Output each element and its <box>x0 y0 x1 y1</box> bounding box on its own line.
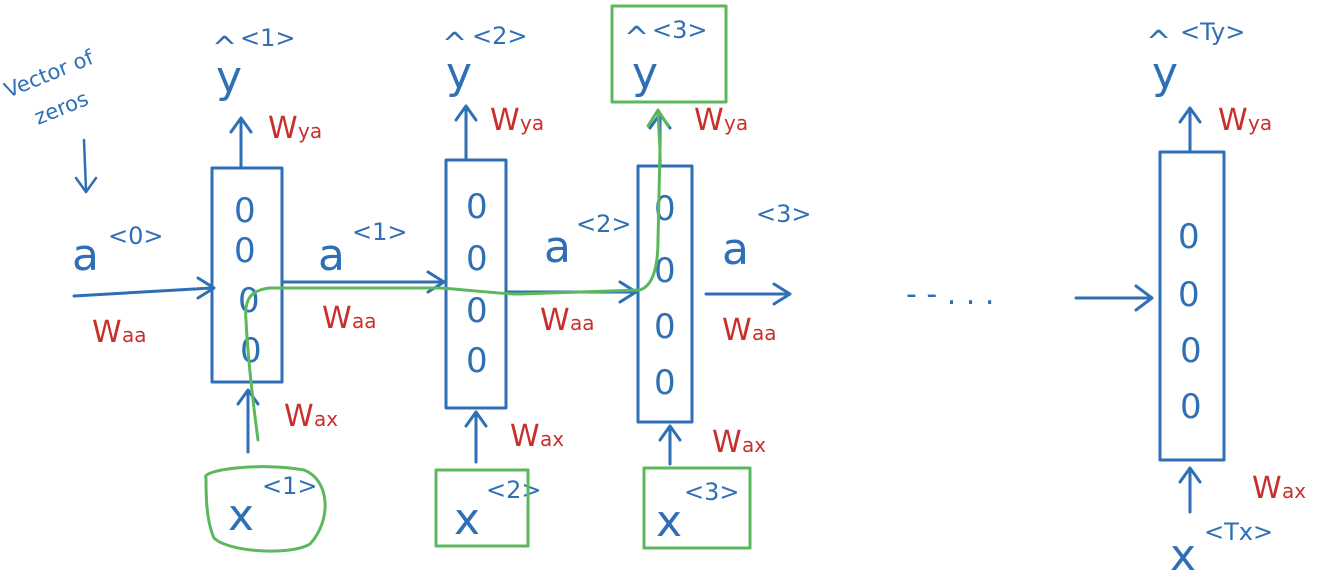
output-final-sup: <Ty> <box>1180 18 1245 46</box>
activation-2-arrow-head <box>618 280 638 304</box>
activation-3-sup: <3> <box>756 200 812 228</box>
output-1-hat: ^ <box>212 31 237 66</box>
waa-label-2: W <box>540 303 570 338</box>
wax-label-final: W <box>1252 471 1282 506</box>
rnn-cell-final <box>1158 150 1226 462</box>
output-final-hat: ^ <box>1146 25 1171 60</box>
input-3-label: x <box>656 496 682 547</box>
output-2-hat: ^ <box>442 27 467 62</box>
cell-3-unit-2: 0 <box>654 251 676 291</box>
input-2-label: x <box>454 494 480 545</box>
wax-sub-final: ax <box>1282 479 1306 503</box>
input-1-highlight <box>204 465 327 553</box>
waa-sub-2: aa <box>570 311 595 335</box>
output-final-label: y <box>1152 48 1178 99</box>
wax-label-2: W <box>510 419 540 454</box>
input-2-sup: <2> <box>486 476 542 504</box>
final-input-arrow-head <box>1134 284 1154 312</box>
output-3-highlight <box>610 4 728 104</box>
note-arrow-head <box>74 176 98 194</box>
waa-label-1: W <box>322 301 352 336</box>
activation-1-sup: <1> <box>352 218 408 246</box>
wax-sub-2: ax <box>540 427 564 451</box>
wya-label-2: W <box>490 103 520 138</box>
wax-sub-1: ax <box>314 407 338 431</box>
initial-note-line-2: zeros <box>31 86 92 129</box>
output-2-sup: <2> <box>472 22 528 50</box>
cell-1-unit-1: 0 <box>234 191 256 231</box>
wya-label-3: W <box>694 103 724 138</box>
cell-final-unit-1: 0 <box>1178 217 1200 257</box>
note-arrow <box>82 138 88 192</box>
input-final-sup: <Tx> <box>1204 518 1273 546</box>
wax-label-3: W <box>712 425 742 460</box>
wya-sub-1: ya <box>298 119 322 143</box>
activation-3-label: a <box>722 224 749 275</box>
waa-label-3: W <box>722 313 752 348</box>
activation-0-label: a <box>72 230 99 281</box>
input-final-arrow-head <box>1178 466 1202 484</box>
activation-1-label: a <box>318 230 345 281</box>
wax-label-1: W <box>284 399 314 434</box>
wya-sub-final: ya <box>1248 111 1272 135</box>
output-final-arrow-head <box>1178 106 1202 124</box>
input-1-arrow-head <box>236 388 260 406</box>
cell-3-unit-3: 0 <box>654 307 676 347</box>
cell-2-unit-3: 0 <box>466 291 488 331</box>
rnn-cell-3 <box>636 164 694 424</box>
input-1-label: x <box>228 490 254 541</box>
output-3-hat: ^ <box>624 21 649 56</box>
cell-final-unit-2: 0 <box>1178 275 1200 315</box>
input-3-arrow-head <box>658 424 682 442</box>
ellipsis: - - . . . <box>906 277 994 312</box>
output-1-sup: <1> <box>240 24 296 52</box>
highlight-path-head <box>646 108 670 128</box>
cell-2-unit-4: 0 <box>466 341 488 381</box>
cell-final-unit-4: 0 <box>1180 387 1202 427</box>
wya-sub-2: ya <box>520 111 544 135</box>
cell-1-unit-2: 0 <box>234 231 256 271</box>
activation-2-sup: <2> <box>576 210 632 238</box>
cell-1-unit-4: 0 <box>240 331 262 371</box>
output-1-label: y <box>216 52 242 103</box>
activation-3-arrow-head <box>772 282 792 306</box>
input-3-highlight <box>642 466 752 550</box>
cell-final-unit-3: 0 <box>1180 331 1202 371</box>
waa-label-0: W <box>92 315 122 350</box>
input-final-label: x <box>1170 530 1196 578</box>
waa-sub-0: aa <box>122 323 147 347</box>
output-2-label: y <box>446 48 472 99</box>
cell-2-unit-1: 0 <box>466 187 488 227</box>
input-2-arrow-head <box>464 410 488 428</box>
activation-0-arrow <box>72 286 214 298</box>
output-2-arrow-head <box>454 104 478 122</box>
waa-sub-1: aa <box>352 309 377 333</box>
wya-sub-3: ya <box>724 111 748 135</box>
input-1-sup: <1> <box>262 472 318 500</box>
waa-sub-3: aa <box>752 321 777 345</box>
output-3-label: y <box>632 48 658 99</box>
output-1-arrow-head <box>229 116 253 134</box>
input-3-sup: <3> <box>684 478 740 506</box>
cell-3-unit-4: 0 <box>654 363 676 403</box>
wya-label-1: W <box>268 111 298 146</box>
rnn-cell-2 <box>444 158 508 410</box>
cell-2-unit-2: 0 <box>466 239 488 279</box>
input-2-highlight <box>434 468 530 548</box>
highlight-path <box>244 110 662 442</box>
output-3-sup: <3> <box>652 16 708 44</box>
rnn-cell-1 <box>210 166 284 384</box>
activation-2-label: a <box>544 222 571 273</box>
activation-0-sup: <0> <box>108 222 164 250</box>
wya-label-final: W <box>1218 103 1248 138</box>
wax-sub-3: ax <box>742 433 766 457</box>
activation-0-arrow-head <box>196 276 216 300</box>
